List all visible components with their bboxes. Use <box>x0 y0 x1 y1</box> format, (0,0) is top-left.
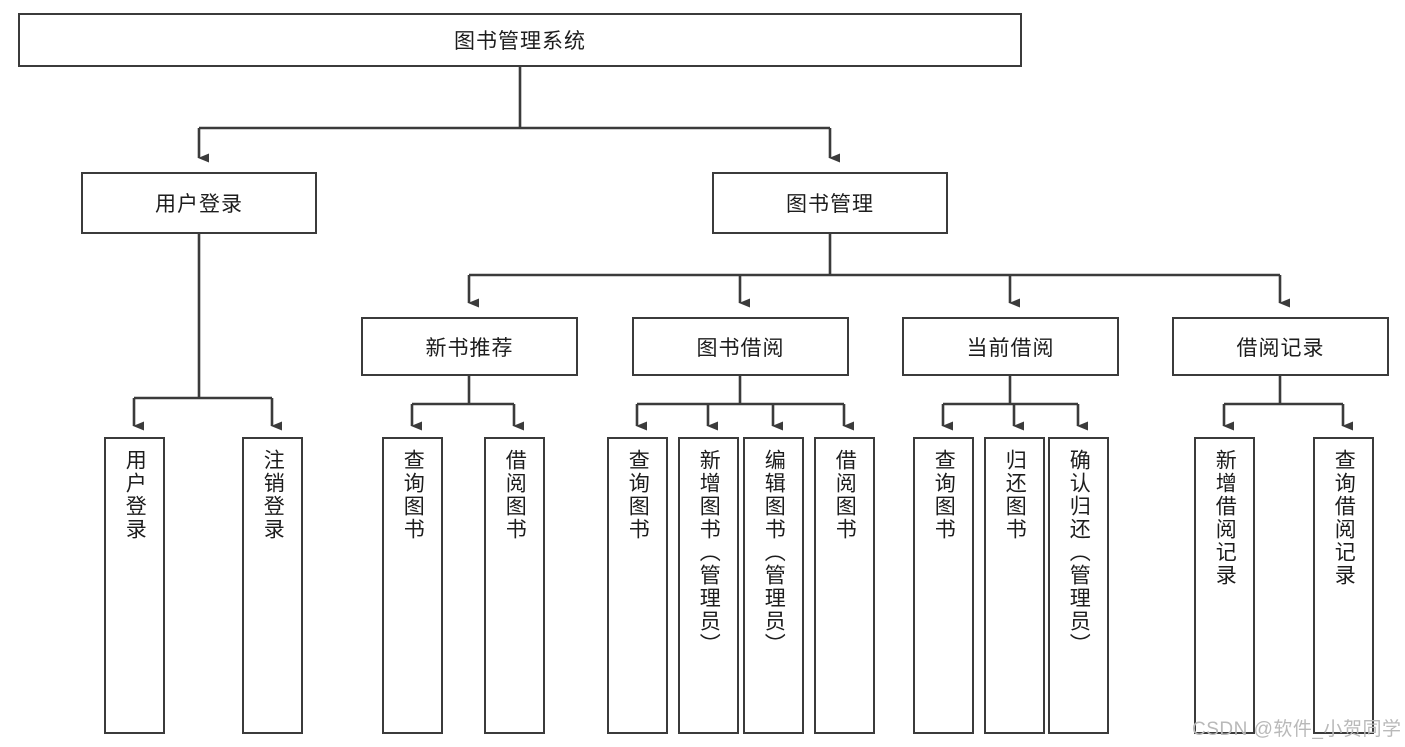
leaf-logout-login[interactable]: 注销登录 <box>242 437 303 734</box>
leaf-label: 新增借阅记录 <box>1213 449 1237 587</box>
leaf-label: 借阅图书 <box>503 449 527 541</box>
node-label: 借阅记录 <box>1236 336 1325 360</box>
leaf-user-login[interactable]: 用户登录 <box>104 437 165 734</box>
leaf-label: 查询图书 <box>626 449 650 541</box>
node-label: 图书借阅 <box>696 336 785 360</box>
node-label: 新书推荐 <box>425 336 514 360</box>
node-label: 图书管理 <box>786 193 874 216</box>
node-book-management[interactable]: 图书管理 <box>712 172 948 234</box>
node-label: 用户登录 <box>155 193 243 216</box>
leaf-edit-book-admin[interactable]: 编辑图书（管理员） <box>743 437 804 734</box>
node-current-borrow[interactable]: 当前借阅 <box>902 317 1119 376</box>
node-root-system[interactable]: 图书管理系统 <box>18 13 1022 67</box>
leaf-label: 编辑图书（管理员） <box>762 449 786 656</box>
leaf-label: 确认归还（管理员） <box>1067 449 1091 656</box>
leaf-label: 查询图书 <box>932 449 956 541</box>
node-borrow-record[interactable]: 借阅记录 <box>1172 317 1389 376</box>
leaf-label: 新增图书（管理员） <box>697 449 721 656</box>
leaf-query-book-borrow[interactable]: 查询图书 <box>607 437 668 734</box>
leaf-label: 注销登录 <box>261 449 285 541</box>
leaf-query-borrow-record[interactable]: 查询借阅记录 <box>1313 437 1374 734</box>
node-new-book-recommend[interactable]: 新书推荐 <box>361 317 578 376</box>
leaf-query-book-current[interactable]: 查询图书 <box>913 437 974 734</box>
node-label: 当前借阅 <box>966 336 1055 360</box>
watermark-text: CSDN @软件_小贺同学 <box>1192 719 1402 740</box>
leaf-label: 借阅图书 <box>833 449 857 541</box>
leaf-confirm-return-admin[interactable]: 确认归还（管理员） <box>1048 437 1109 734</box>
leaf-label: 查询借阅记录 <box>1332 449 1356 587</box>
node-book-borrow[interactable]: 图书借阅 <box>632 317 849 376</box>
node-user-login[interactable]: 用户登录 <box>81 172 317 234</box>
leaf-borrow-book[interactable]: 借阅图书 <box>814 437 875 734</box>
leaf-add-book-admin[interactable]: 新增图书（管理员） <box>678 437 739 734</box>
leaf-borrow-book-recommend[interactable]: 借阅图书 <box>484 437 545 734</box>
leaf-label: 归还图书 <box>1003 449 1027 541</box>
leaf-label: 查询图书 <box>401 449 425 541</box>
leaf-return-book[interactable]: 归还图书 <box>984 437 1045 734</box>
leaf-label: 用户登录 <box>123 449 147 541</box>
node-label: 图书管理系统 <box>454 30 586 53</box>
leaf-add-borrow-record[interactable]: 新增借阅记录 <box>1194 437 1255 734</box>
leaf-query-book-recommend[interactable]: 查询图书 <box>382 437 443 734</box>
